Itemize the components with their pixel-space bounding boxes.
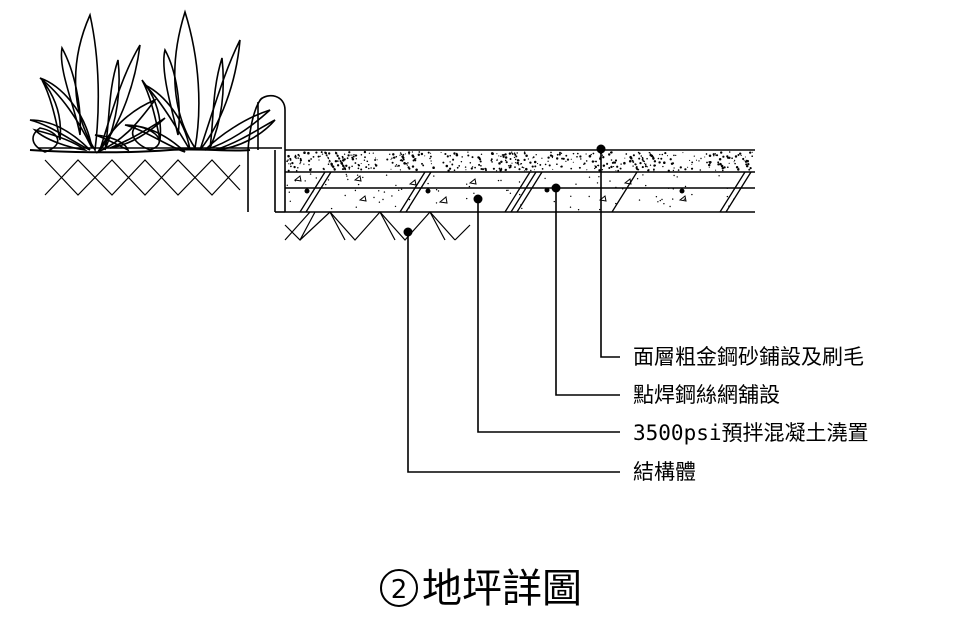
floor-slab — [274, 149, 755, 213]
shrub-illustration — [29, 9, 276, 154]
title-number-circle — [380, 569, 418, 607]
leader-structure — [407, 232, 620, 473]
dot-structure — [403, 227, 413, 237]
dot-concrete — [473, 194, 483, 204]
soil-hatch-left — [44, 159, 241, 196]
emery-topping-texture — [286, 150, 754, 211]
title-text: 地坪詳圖 — [422, 566, 582, 612]
drawing-title: 2 地坪詳圖 — [380, 566, 582, 612]
leader-mesh — [555, 188, 620, 396]
concrete-aggregate — [293, 175, 687, 204]
leader-concrete — [477, 200, 620, 433]
dot-mesh — [551, 183, 561, 193]
leader-dots — [304, 144, 685, 237]
callout-structure: 結構體 — [633, 460, 696, 484]
structure-hatch — [284, 211, 471, 241]
title-number: 2 — [391, 575, 408, 605]
mesh-hatch — [299, 171, 752, 213]
callout-surface: 面層粗金鋼砂鋪設及刷毛 — [633, 345, 864, 369]
callout-concrete: 3500psi預拌混凝土澆置 — [633, 421, 869, 445]
leader-surface — [600, 150, 620, 358]
dot-surface — [596, 144, 606, 154]
callout-mesh: 點焊鋼絲網舖設 — [633, 383, 780, 407]
leader-lines — [407, 150, 620, 473]
planter-edge — [29, 94, 286, 212]
